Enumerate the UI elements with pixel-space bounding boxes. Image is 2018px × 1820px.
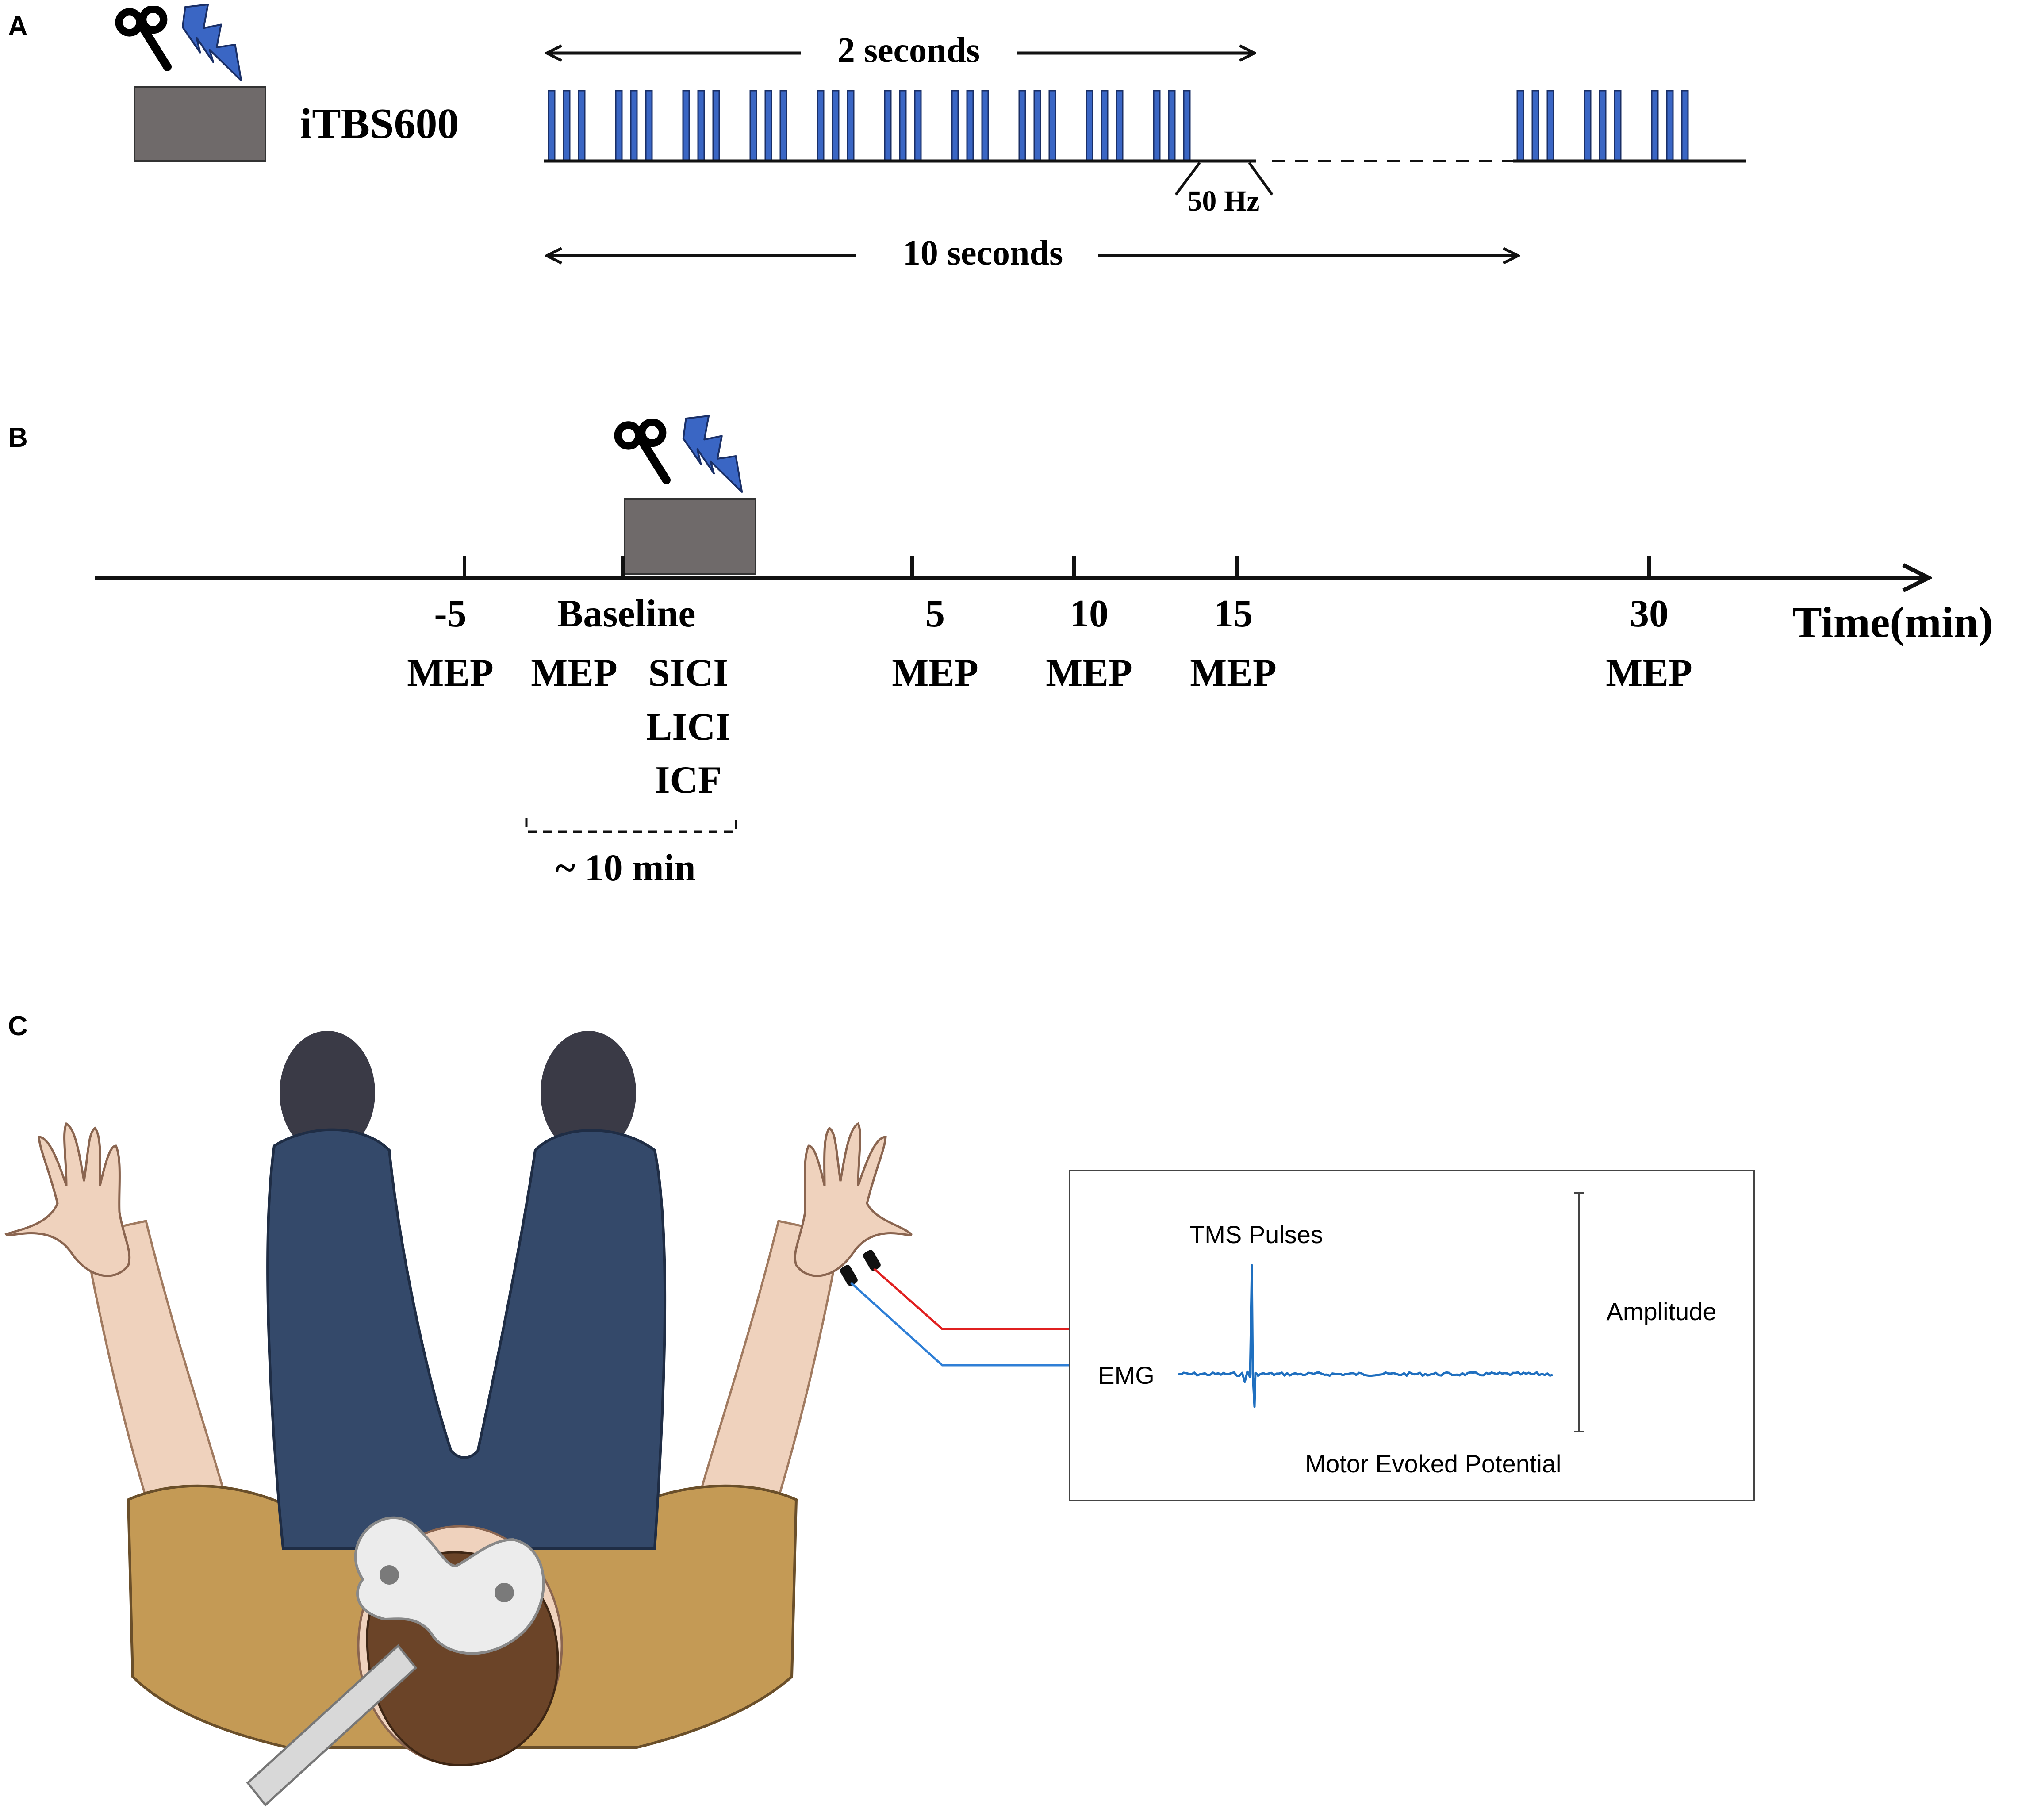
train1-burst-2-pulse-2 (712, 90, 720, 162)
right-shoe (541, 1031, 636, 1155)
train1-burst-4-pulse-0 (817, 90, 825, 162)
measure-10-mep: MEP (1046, 652, 1132, 695)
measure-5-mep: MEP (892, 652, 978, 695)
panel-c: C (4, 1011, 1755, 1807)
frequency-label: 50 Hz (1187, 185, 1259, 217)
train1-burst-7-pulse-0 (1018, 90, 1026, 162)
measure-30-mep: MEP (1606, 652, 1692, 695)
train1-burst-9-pulse-2 (1183, 90, 1191, 162)
time-15: 15 (1214, 592, 1253, 635)
train2-burst-0-pulse-0 (1516, 90, 1524, 162)
train1-burst-6-pulse-0 (951, 90, 959, 162)
train2-burst-0-pulse-2 (1546, 90, 1554, 162)
pulse-train (548, 90, 1689, 162)
time-minus5: -5 (434, 592, 466, 635)
span-long-label: 10 seconds (903, 234, 1063, 273)
train1-burst-9-pulse-1 (1168, 90, 1176, 162)
train1-burst-3-pulse-2 (779, 90, 787, 162)
train1-burst-2-pulse-0 (682, 90, 690, 162)
baseline-duration: ~ 10 min (555, 846, 695, 889)
train1-burst-4-pulse-1 (832, 90, 840, 162)
stimulator-box (624, 498, 756, 575)
measure-minus5-mep: MEP (407, 652, 494, 695)
train1-burst-5-pulse-2 (914, 90, 922, 162)
time-30: 30 (1630, 592, 1669, 635)
train1-burst-8-pulse-0 (1086, 90, 1093, 162)
train2-burst-1-pulse-2 (1614, 90, 1622, 162)
coil-hole-left (380, 1565, 399, 1585)
frequency-marker-right (1248, 162, 1274, 196)
time-10: 10 (1070, 592, 1109, 635)
baseline-bracket (525, 818, 737, 833)
electrode-blue (840, 1265, 858, 1286)
tms-coil-icon (119, 9, 167, 67)
train1-burst-3-pulse-0 (749, 90, 757, 162)
train2-burst-2-pulse-1 (1666, 90, 1674, 162)
measure-15-mep: MEP (1190, 652, 1277, 695)
emg-panel (1069, 1170, 1755, 1501)
train1-burst-5-pulse-1 (899, 90, 907, 162)
train1-burst-0-pulse-0 (548, 90, 556, 162)
measure-baseline-lici: LICI (646, 706, 731, 749)
time-axis-label: Time(min) (1792, 598, 1993, 647)
measure-baseline-sici: SICI (648, 652, 729, 695)
left-hand (4, 1122, 131, 1277)
train1-burst-3-pulse-1 (764, 90, 772, 162)
train1-burst-0-pulse-1 (563, 90, 571, 162)
left-shoe (280, 1031, 375, 1155)
emg-label: EMG (1098, 1361, 1155, 1389)
coil-handle (246, 1644, 418, 1807)
train1-burst-1-pulse-1 (630, 90, 638, 162)
train1-burst-2-pulse-1 (697, 90, 705, 162)
train1-burst-0-pulse-2 (578, 90, 586, 162)
jeans (266, 1128, 667, 1550)
emg-trace (1178, 1264, 1553, 1408)
mep-label: Motor Evoked Potential (1305, 1450, 1561, 1478)
train2-burst-1-pulse-1 (1599, 90, 1607, 162)
wire-blue (850, 1282, 1070, 1367)
amplitude-bracket (1574, 1192, 1584, 1432)
electrode-red (863, 1250, 881, 1271)
panel-a-label: A (8, 11, 28, 42)
train1-burst-8-pulse-2 (1116, 90, 1124, 162)
coil-hole-right (495, 1583, 514, 1602)
measure-baseline-mep: MEP (531, 652, 618, 695)
train1-burst-1-pulse-0 (615, 90, 623, 162)
coil-body (354, 1516, 545, 1655)
train2-burst-0-pulse-1 (1531, 90, 1539, 162)
measure-baseline-icf: ICF (655, 759, 722, 802)
time-5: 5 (925, 592, 945, 635)
panel-b-label: B (8, 422, 28, 453)
panel-b: B Time(min) -5 MEP Baseline MEP SICI LIC… (8, 415, 1993, 889)
panel-a: A iTBS600 2 seconds 50 Hz 10 seconds (8, 4, 1746, 273)
stimulator-box (134, 86, 266, 162)
train1-burst-6-pulse-2 (981, 90, 989, 162)
train1-burst-5-pulse-0 (884, 90, 892, 162)
train1-burst-7-pulse-1 (1033, 90, 1041, 162)
lightning-bolt-icon (682, 415, 743, 493)
span-short-label: 2 seconds (837, 31, 980, 70)
right-hand (794, 1122, 913, 1277)
train2-burst-2-pulse-0 (1651, 90, 1659, 162)
frequency-marker-left (1174, 162, 1201, 196)
train1-burst-8-pulse-1 (1101, 90, 1109, 162)
train1-burst-7-pulse-2 (1048, 90, 1056, 162)
tms-coil-icon (618, 422, 666, 480)
lightning-bolt-icon (181, 4, 242, 82)
subject-illustration (4, 1031, 913, 1807)
train1-burst-6-pulse-1 (966, 90, 974, 162)
timepoint-ticks (463, 556, 1651, 578)
train1-burst-1-pulse-2 (645, 90, 653, 162)
amplitude-label: Amplitude (1606, 1298, 1716, 1325)
protocol-label: iTBS600 (300, 100, 459, 148)
train2-burst-1-pulse-0 (1584, 90, 1592, 162)
train2-burst-2-pulse-2 (1681, 90, 1689, 162)
time-baseline: Baseline (557, 592, 696, 635)
train1-burst-9-pulse-0 (1153, 90, 1161, 162)
tms-pulses-label: TMS Pulses (1189, 1221, 1323, 1248)
train1-burst-4-pulse-2 (847, 90, 855, 162)
wire-red (873, 1268, 1070, 1330)
panel-c-label: C (8, 1011, 28, 1041)
